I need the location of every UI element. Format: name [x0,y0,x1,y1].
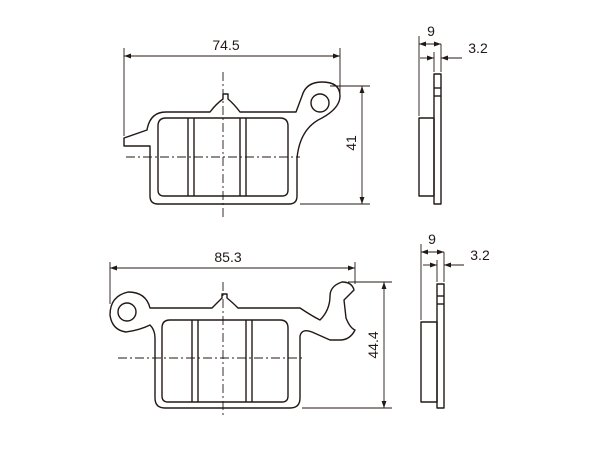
bottom-pad-thickness-dimension: 9 3.2 [420,231,490,320]
top-pad-side-backing-plate [433,73,442,205]
top-pad-front-view [123,72,341,218]
top-pad-width-label: 74.5 [212,37,239,53]
bottom-pad-backing-plate-outline [109,281,356,409]
top-pad-side-view [418,73,442,205]
bottom-pad-side-view [420,283,445,409]
top-pad-plate-label: 3.2 [468,40,488,56]
bottom-pad-thickness-label: 9 [428,231,436,247]
bottom-pad-mounting-hole [117,302,137,322]
top-pad-thickness-label: 9 [427,23,435,39]
top-pad-friction-material-outline [157,117,289,197]
bottom-pad-friction-material-outline [161,319,289,403]
bottom-pad-width-label: 85.3 [214,249,241,265]
bottom-pad-plate-label: 3.2 [470,247,490,263]
top-pad-height-dimension: 41 [300,85,370,205]
bottom-pad-side-friction-material [420,321,438,403]
top-pad-mounting-hole [310,93,330,113]
top-pad-backing-plate-outline [123,81,341,205]
bottom-pad-side-backing-plate [436,283,445,409]
top-pad-side-friction-material [418,117,435,197]
bottom-pad-width-dimension: 85.3 [109,249,356,304]
top-pad-height-label: 41 [343,135,359,151]
top-pad-width-dimension: 74.5 [123,37,341,136]
top-pad-thickness-dimension: 9 3.2 [418,23,488,116]
bottom-pad-front-view [109,281,356,418]
bottom-pad-height-label: 44.4 [365,331,381,358]
bottom-pad-height-dimension: 44.4 [302,281,392,409]
